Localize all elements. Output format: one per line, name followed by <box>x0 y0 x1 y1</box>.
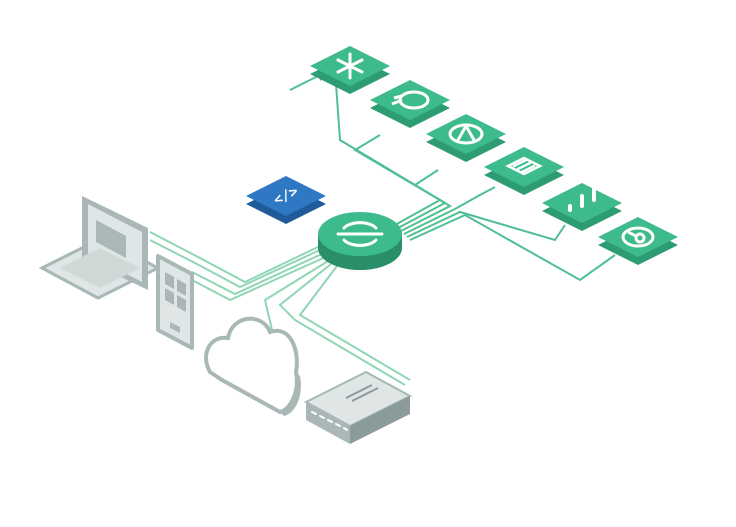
connector-optimizely <box>353 134 448 229</box>
cloud[interactable] <box>204 316 301 416</box>
server-slot <box>345 384 373 399</box>
connector-lambda <box>400 169 453 232</box>
code-tile-top <box>246 176 326 216</box>
phone-home-button <box>170 322 180 333</box>
phone-body <box>156 254 194 350</box>
server-front <box>306 402 350 444</box>
laptop-keyboard <box>60 248 140 288</box>
destination-aws-lambda[interactable] <box>426 114 506 162</box>
phone-icon <box>165 272 186 312</box>
connector-server-2 <box>298 261 411 381</box>
laptop-icon <box>96 220 126 258</box>
source-connectors <box>149 231 411 386</box>
destination-snowflake[interactable] <box>310 46 390 94</box>
destination-google-analytics[interactable] <box>542 183 622 231</box>
connector-cloud <box>263 257 334 331</box>
connector-server <box>278 259 406 386</box>
connector-laptop <box>149 231 321 284</box>
lambda-icon <box>448 122 484 145</box>
connector-laptop-2 <box>149 239 323 289</box>
laptop[interactable] <box>38 196 162 300</box>
connector-analytics <box>406 210 566 242</box>
connector-braze <box>409 213 616 282</box>
optimizely-icon <box>391 90 430 110</box>
cloud-icon <box>204 316 299 415</box>
connector-phone <box>191 251 327 296</box>
destination-tiles <box>310 46 678 265</box>
intercom-icon <box>505 156 543 176</box>
segment-logo-icon <box>336 221 384 247</box>
analytics-icon <box>568 184 596 212</box>
server-slot-2 <box>351 387 379 402</box>
destination-optimizely[interactable] <box>370 80 450 128</box>
server-side <box>350 396 410 444</box>
code-tile[interactable]: </> <box>246 176 326 224</box>
snowflake-icon <box>336 52 364 80</box>
destination-intercom[interactable] <box>484 147 564 195</box>
cloud-shadow <box>280 372 301 416</box>
server[interactable] <box>303 370 413 444</box>
connector-phone-2 <box>191 254 331 302</box>
braze-icon <box>621 226 655 248</box>
hub[interactable] <box>318 212 402 270</box>
server-icon <box>311 411 348 431</box>
connector-intercom <box>403 186 496 235</box>
phone[interactable] <box>156 254 194 350</box>
destination-braze[interactable] <box>598 217 678 265</box>
